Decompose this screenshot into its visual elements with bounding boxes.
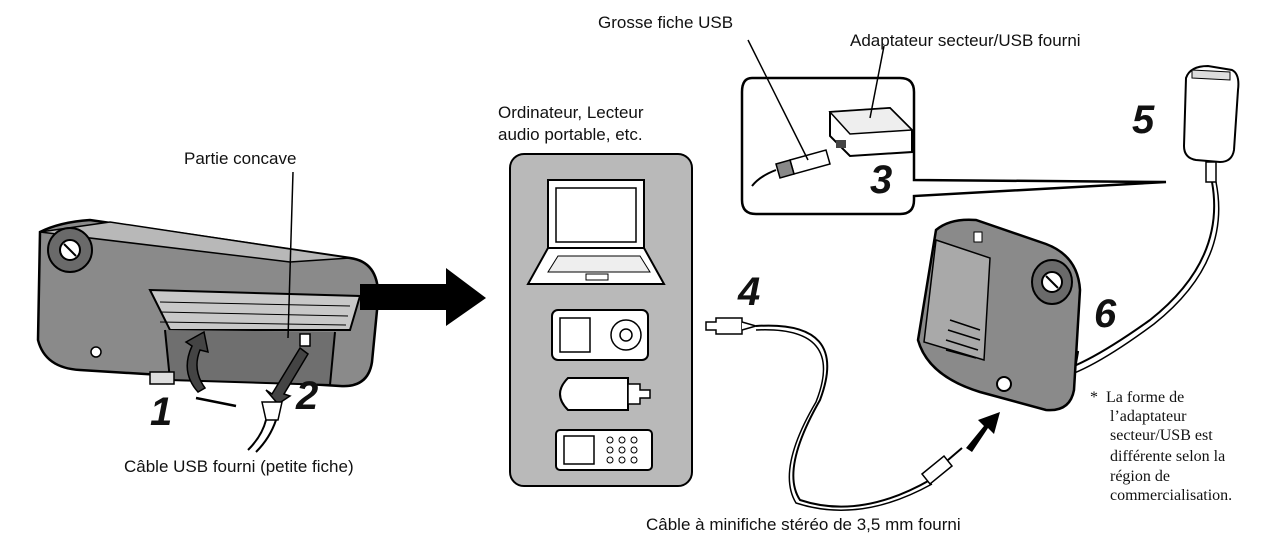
footnote-line: différente selon la bbox=[1110, 448, 1226, 465]
usb-large-plug-label: Grosse fiche USB bbox=[598, 13, 734, 32]
footnote-line: commercialisation. bbox=[1110, 487, 1233, 504]
right-arrow-icon bbox=[360, 268, 486, 326]
device-panel bbox=[509, 153, 693, 487]
devices-label-line2: audio portable, etc. bbox=[498, 125, 643, 144]
speaker-left-illustration bbox=[36, 171, 380, 453]
portable-player-icon bbox=[551, 309, 649, 361]
footnote-line: l’adaptateur bbox=[1110, 408, 1187, 425]
step-6-number: 6 bbox=[1094, 292, 1117, 336]
mobile-phone-icon bbox=[555, 429, 653, 471]
step-5-number: 5 bbox=[1132, 98, 1155, 142]
footnote-mark: * bbox=[1090, 389, 1098, 406]
stereo-mini-cable bbox=[705, 317, 963, 511]
footnote-line: secteur/USB est bbox=[1110, 427, 1213, 444]
usb-cable-label: Câble USB fourni (petite fiche) bbox=[124, 457, 354, 476]
concave-part-label: Partie concave bbox=[184, 149, 297, 168]
adapter-label: Adaptateur secteur/USB fourni bbox=[850, 31, 1081, 50]
plug-in-arrow-icon bbox=[966, 412, 1000, 452]
mini-cable-label: Câble à minifiche stéréo de 3,5 mm fourn… bbox=[646, 515, 961, 534]
adapter-plugged-illustration bbox=[1047, 64, 1240, 381]
step-3-number: 3 bbox=[870, 158, 893, 202]
step-1-number: 1 bbox=[150, 390, 173, 434]
footnote-line: La forme de bbox=[1106, 389, 1185, 406]
devices-label-line1: Ordinateur, Lecteur bbox=[498, 103, 644, 122]
step-2-number: 2 bbox=[296, 374, 319, 418]
step-4-number: 4 bbox=[738, 270, 761, 314]
usb-stick-icon bbox=[559, 377, 651, 411]
speaker-right-illustration bbox=[916, 218, 1082, 412]
footnote-line: région de bbox=[1110, 468, 1170, 485]
adapter-inset bbox=[740, 39, 1167, 216]
